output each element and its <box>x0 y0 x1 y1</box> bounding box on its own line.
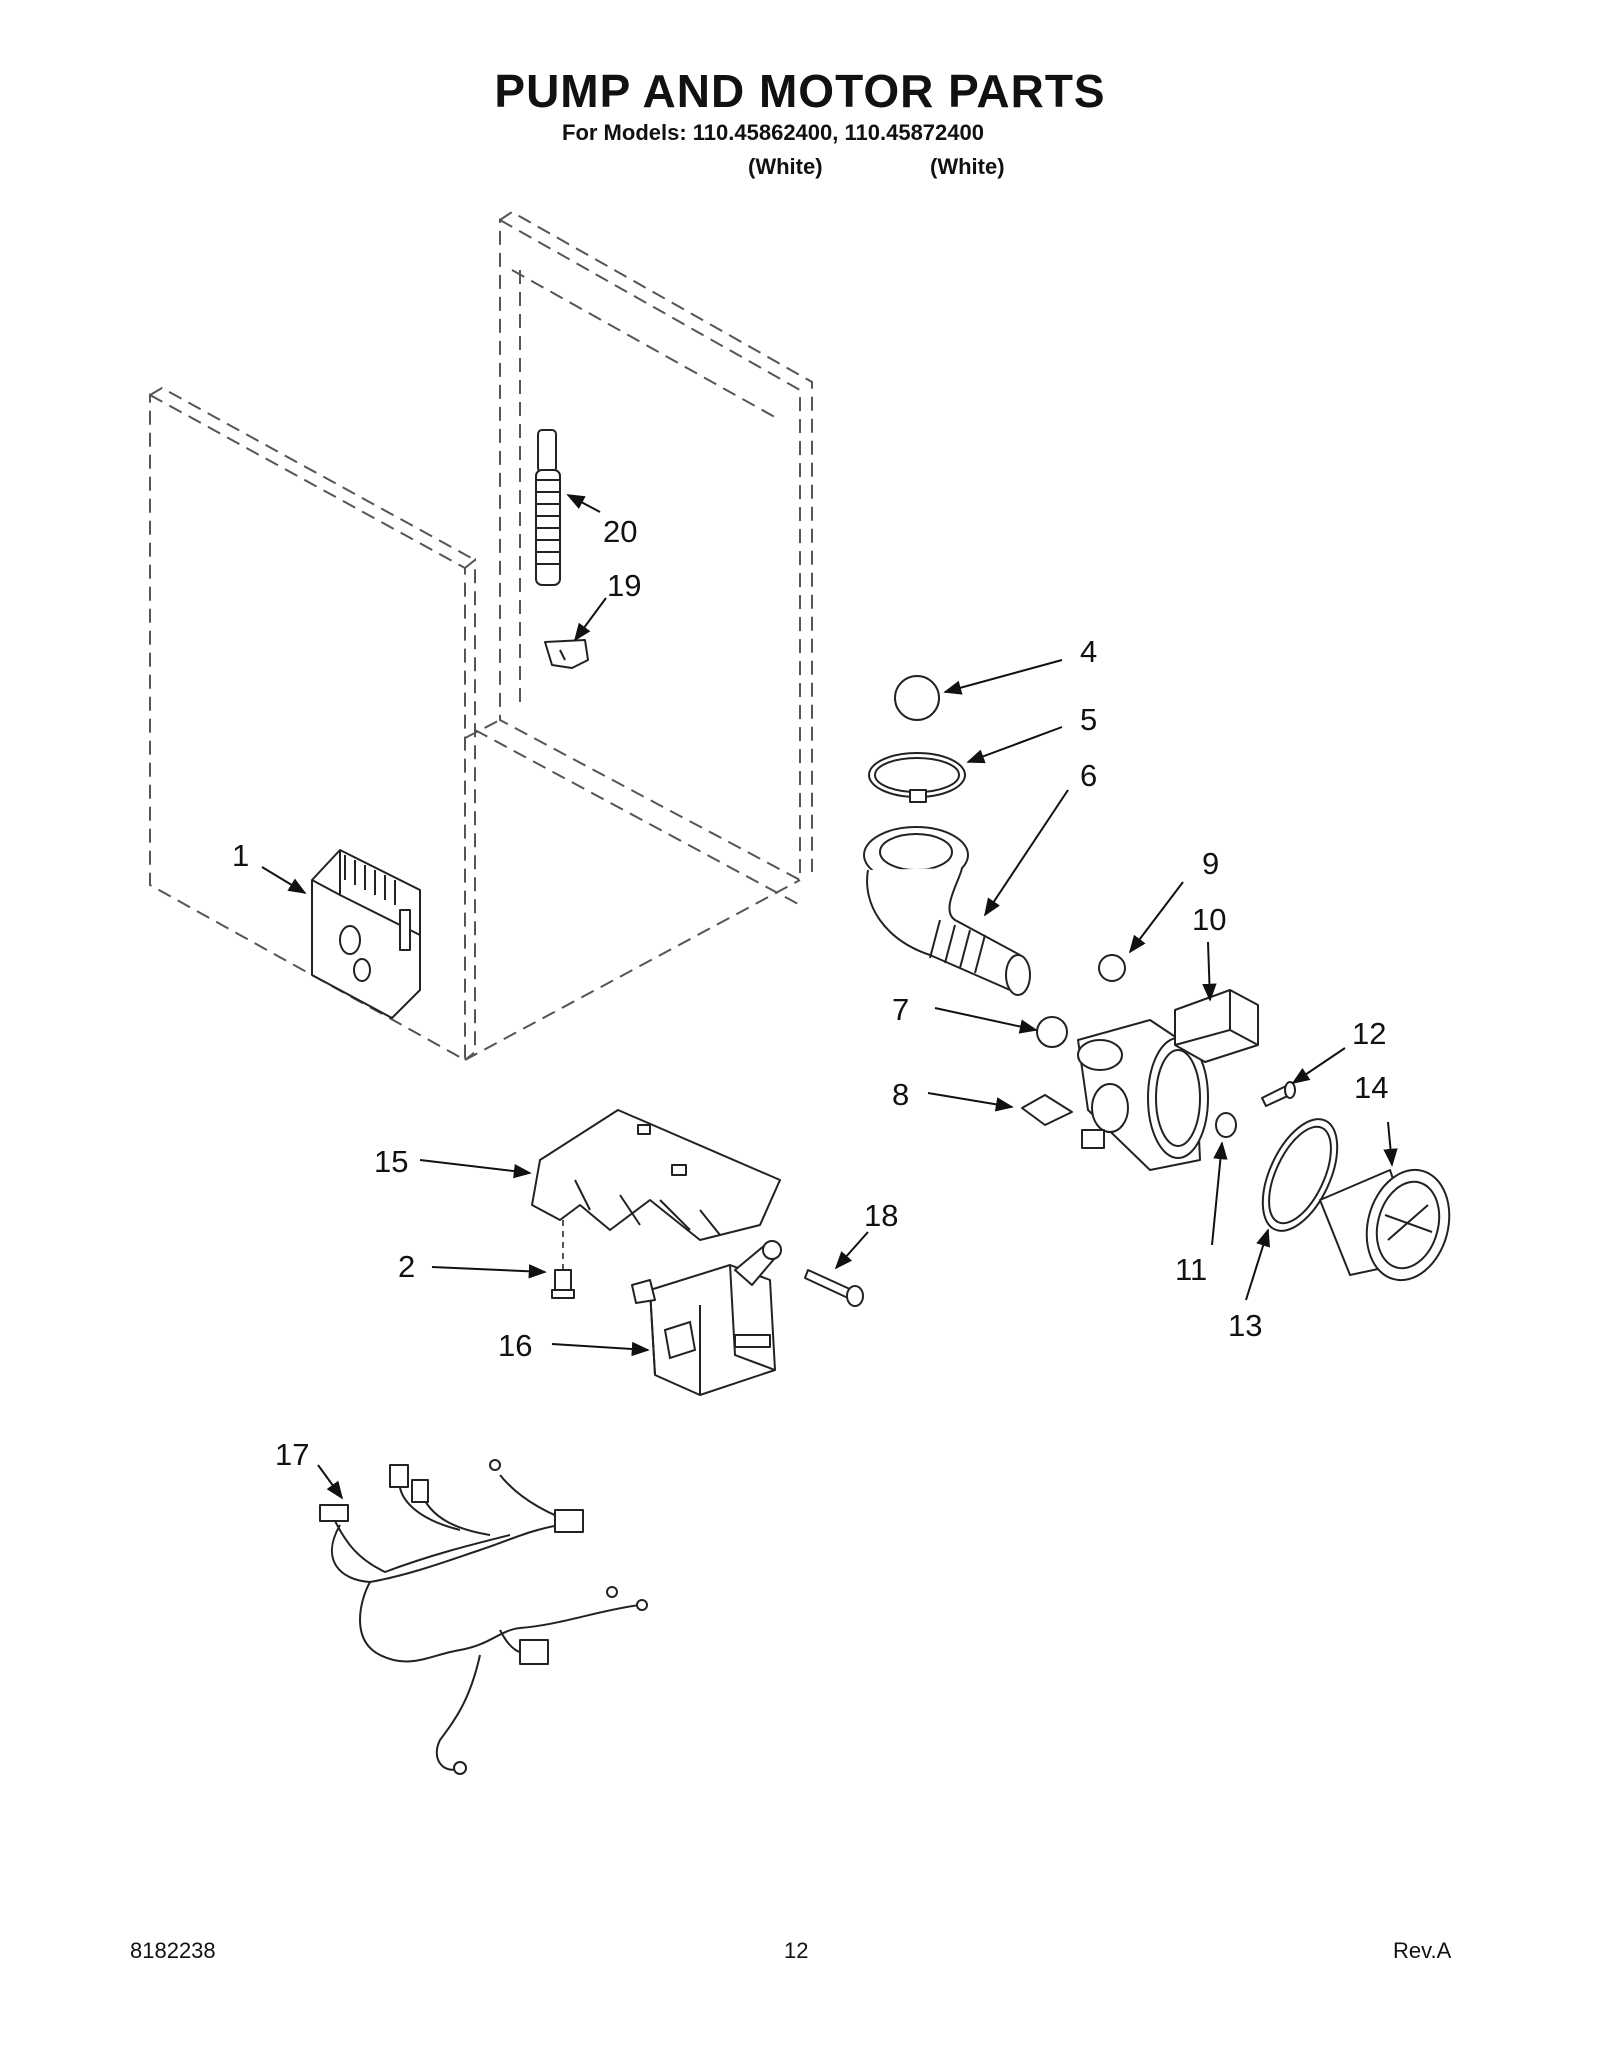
part-1-control <box>311 849 421 1019</box>
part-19-clip <box>544 639 589 669</box>
models-line: For Models: 110.45862400, 110.45872400 <box>562 120 984 145</box>
callout-11: 11 <box>1175 1252 1207 1287</box>
part-13-gasket <box>1261 1118 1339 1232</box>
callout-2: 2 <box>398 1249 415 1284</box>
callout-10: 10 <box>1192 902 1226 937</box>
callout-13: 13 <box>1228 1308 1262 1343</box>
part-8-bracket <box>1021 1094 1073 1126</box>
part-11-seal <box>1215 1112 1237 1138</box>
page-number: 12 <box>784 1938 809 1963</box>
callout-8: 8 <box>892 1077 909 1112</box>
model-color-1: (White) <box>748 154 823 179</box>
part-2-screw <box>551 1269 575 1299</box>
part-18-bolt <box>804 1269 864 1307</box>
model-color-2: (White) <box>930 154 1005 179</box>
callout-17: 17 <box>275 1437 309 1472</box>
callout-18: 18 <box>864 1198 898 1233</box>
part-15-shield <box>531 1109 781 1241</box>
part-12-screw <box>1261 1081 1296 1107</box>
part-5-clamp <box>868 752 966 803</box>
page-title: PUMP AND MOTOR PARTS <box>494 65 1106 117</box>
callout-16: 16 <box>498 1328 532 1363</box>
callout-1: 1 <box>232 838 249 873</box>
part-17-wire-harness <box>319 1459 648 1775</box>
callout-15: 15 <box>374 1144 408 1179</box>
part-9-clip <box>1098 954 1126 982</box>
callout-14: 14 <box>1354 1070 1388 1105</box>
part-6-sump-hose <box>863 826 1031 996</box>
callout-4: 4 <box>1080 634 1097 669</box>
part-16-motor <box>631 1240 782 1396</box>
callout-5: 5 <box>1080 702 1097 737</box>
callout-19: 19 <box>607 568 641 603</box>
callout-7: 7 <box>892 992 909 1027</box>
callout-12: 12 <box>1352 1016 1386 1051</box>
part-14-filter <box>1319 1168 1451 1282</box>
part-20-hose <box>535 429 561 586</box>
leader-lines <box>261 494 1398 1500</box>
callout-9: 9 <box>1202 846 1219 881</box>
part-7-clip <box>1036 1016 1068 1048</box>
callout-6: 6 <box>1080 758 1097 793</box>
callout-20: 20 <box>603 514 637 549</box>
part-4-ball <box>894 675 940 721</box>
revision-label: Rev.A <box>1393 1938 1452 1963</box>
callout-labels: 1 2 4 5 6 7 8 9 10 11 12 13 14 15 16 17 … <box>232 514 1388 1472</box>
part-10-pump <box>1077 989 1259 1171</box>
document-number: 8182238 <box>130 1938 216 1963</box>
cabinet-outline <box>149 210 813 1062</box>
